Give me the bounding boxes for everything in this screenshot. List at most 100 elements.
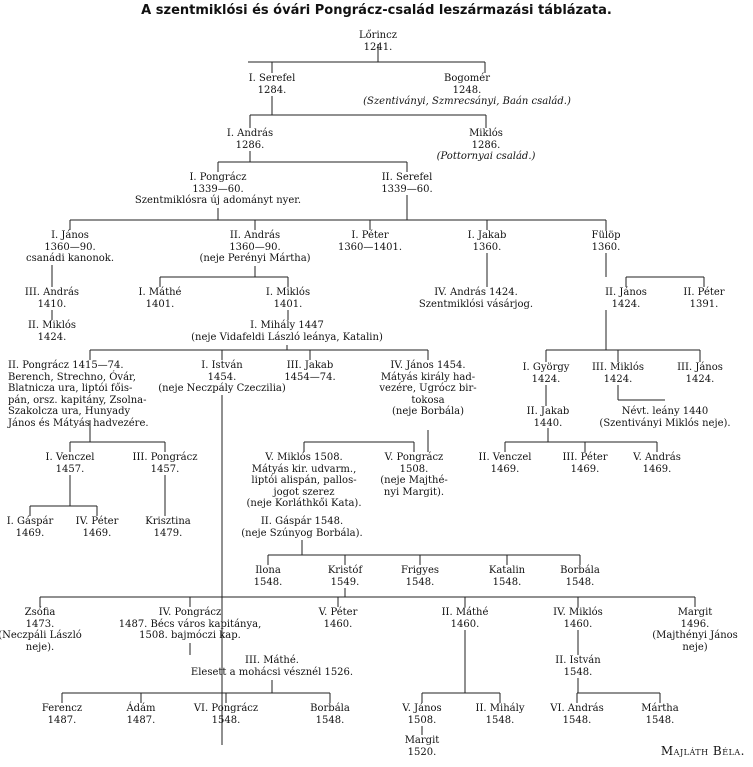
person-p29: Névt. leány 1440(Szentiványi Miklós neje… xyxy=(599,406,730,429)
person-name: IV. Miklós xyxy=(553,607,603,618)
person-date: 1548. xyxy=(565,576,595,588)
person-date: 1469. xyxy=(642,463,672,475)
person-name: V. Miklós 1508. xyxy=(265,452,343,463)
person-p21: II. Pongrácz 1415—74.Berench, Strechno, … xyxy=(8,360,149,429)
person-name: I. István xyxy=(201,360,243,371)
person-name: IV. András 1424. xyxy=(434,287,518,298)
person-name: Ilona xyxy=(255,565,281,576)
person-name: II. Mihály xyxy=(475,703,525,714)
person-note-line: tokosa xyxy=(411,394,445,406)
person-name: III. Miklós xyxy=(591,362,645,373)
person-name: Margit xyxy=(677,607,713,618)
person-name: III. András xyxy=(24,287,80,298)
person-name: Borbála xyxy=(560,565,600,576)
person-date: 1454. xyxy=(207,371,237,383)
person-note: (Szentiványi Miklós neje). xyxy=(599,417,731,429)
person-date: 1549. xyxy=(330,576,360,588)
person-name: I. Jakab xyxy=(467,230,507,241)
person-name: Névt. leány 1440 xyxy=(621,406,709,417)
person-name: I. Pongrácz xyxy=(189,172,247,183)
person-date: 1469. xyxy=(15,527,45,539)
person-date: 1473. xyxy=(25,618,55,630)
person-note-line: neje) xyxy=(682,641,708,653)
person-name: II. Péter xyxy=(683,287,725,298)
person-name: I. Máthé xyxy=(138,287,182,298)
person-note: Elesett a mohácsi vésznél 1526. xyxy=(190,666,354,678)
person-name: I. András xyxy=(226,128,274,139)
person-name: I. János xyxy=(51,230,89,241)
person-note-line: Mátyás király had- xyxy=(380,371,476,383)
person-note-line: 1487. Bécs város kapitánya, xyxy=(118,618,262,630)
person-date: 1548. xyxy=(485,714,515,726)
person-note-line: János és Mátyás hadvezére. xyxy=(8,417,149,429)
person-name: Fülöp xyxy=(591,230,621,241)
person-note-line: Szakolcza ura, Hunyady xyxy=(8,406,131,417)
person-name: III. János xyxy=(677,362,723,373)
person-p17: IV. András 1424.Szentmiklósi vásárjog. xyxy=(419,287,533,310)
person-note-line: liptói alispán, pallos- xyxy=(251,475,357,486)
person-date: 1460. xyxy=(563,618,593,630)
person-name: Mártha xyxy=(641,703,679,714)
person-name: I. Venczel xyxy=(45,452,95,463)
person-date: 1460. xyxy=(450,618,480,630)
person-name: III. Jakab xyxy=(286,360,334,371)
person-note-line: nyi Margit). xyxy=(383,486,445,498)
person-name: I. Serefel xyxy=(248,73,296,84)
person-name: Katalin xyxy=(488,565,526,576)
person-date: 1457. xyxy=(55,463,85,475)
author-signature: Majláth Béla. xyxy=(660,744,745,758)
person-date: 1548. xyxy=(253,576,283,588)
person-date: 1548. xyxy=(315,714,345,726)
person-note-line: neje). xyxy=(25,641,55,653)
person-date: 1410. xyxy=(37,298,67,310)
person-note: (neje Neczpály Czeczilia) xyxy=(158,383,286,394)
person-name: VI. Pongrácz xyxy=(193,703,259,714)
person-p20: I. Mihály 1447(neje Vidafeldi László leá… xyxy=(191,320,383,343)
person-name: Borbála xyxy=(310,703,350,714)
person-name: V. János xyxy=(402,703,442,714)
person-note-line: 1508. bajmóczi kap. xyxy=(139,630,241,641)
person-date: 1440. xyxy=(533,417,563,429)
person-date: 1496. xyxy=(680,618,710,630)
person-note: Szentmiklósra új adományt nyer. xyxy=(134,195,302,206)
person-note-line: Blatnicza ura, liptói főis- xyxy=(8,383,133,394)
person-date: 1548. xyxy=(492,576,522,588)
person-name: I. Miklós xyxy=(265,287,311,298)
person-name: I. Péter xyxy=(351,230,389,241)
person-name: I. Gáspár xyxy=(6,516,54,527)
person-name: II. Máthé xyxy=(441,607,489,618)
person-date: 1454—74. xyxy=(284,371,336,383)
person-date: 1286. xyxy=(235,139,265,151)
person-date: 1401. xyxy=(145,298,175,310)
person-date: 1548. xyxy=(562,714,592,726)
person-name: III. Máthé. xyxy=(245,655,299,666)
person-name: Kristóf xyxy=(327,565,363,576)
person-name: II. Miklós xyxy=(27,320,77,331)
person-name: Miklós xyxy=(469,128,503,139)
person-name: Ádám xyxy=(126,703,156,714)
